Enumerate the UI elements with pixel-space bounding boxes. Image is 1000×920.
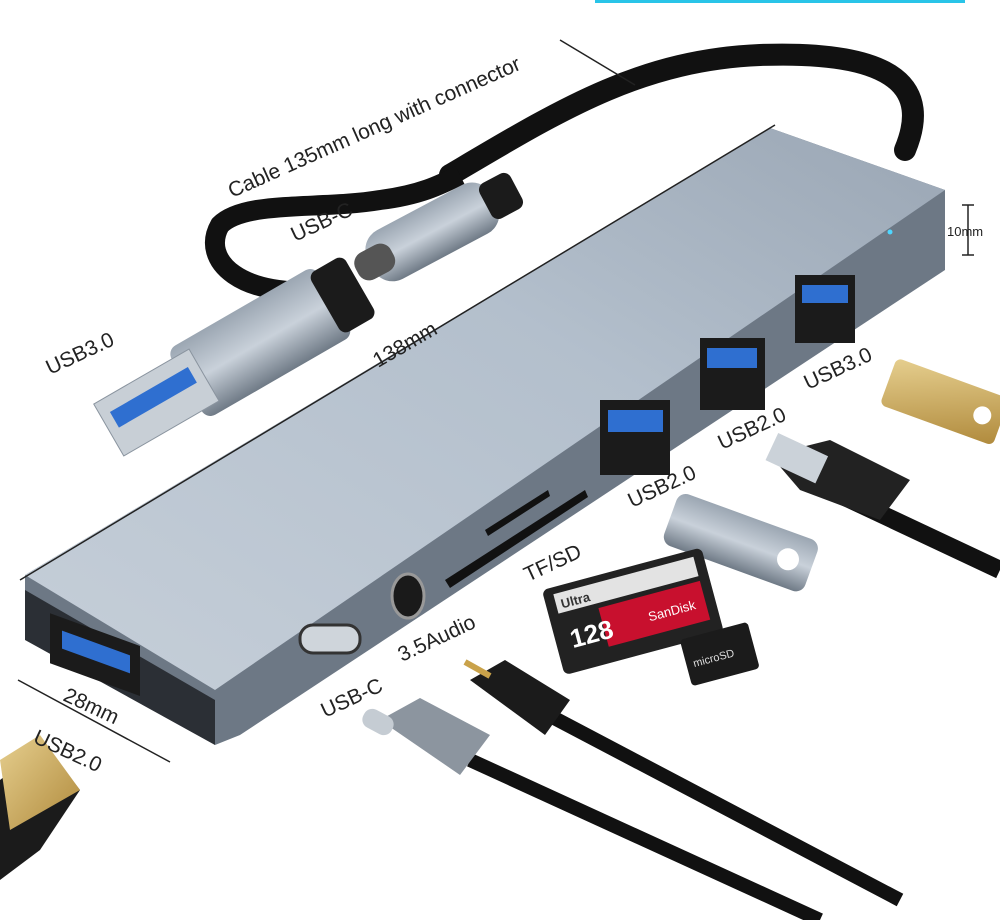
sd-card: Ultra 128 SanDisk [543, 548, 723, 674]
usbc-cable [362, 698, 823, 920]
microsd-card: microSD [680, 622, 759, 686]
cable-usb3 [205, 166, 465, 302]
hub-ports [298, 275, 855, 655]
usb-cable-left [0, 735, 80, 880]
usb3-plug [93, 257, 375, 457]
label-height: 10mm [947, 224, 983, 239]
label-width: 28mm [60, 684, 123, 730]
hub-body [25, 128, 945, 745]
label-cable-length: Cable 135mm long with connector [225, 52, 524, 202]
label-port-tfsd: TF/SD [520, 540, 585, 586]
label-usb3-plug: USB3.0 [42, 328, 117, 379]
accent-bar [595, 0, 965, 3]
cable-usbc [439, 43, 924, 186]
usb-cable-right [765, 432, 1000, 579]
usb-flash-gold [881, 359, 1000, 445]
usb-flash-silver [663, 493, 818, 592]
dimension-lines [17, 39, 974, 763]
audio-cable [463, 659, 904, 907]
usbc-plug [354, 172, 524, 282]
